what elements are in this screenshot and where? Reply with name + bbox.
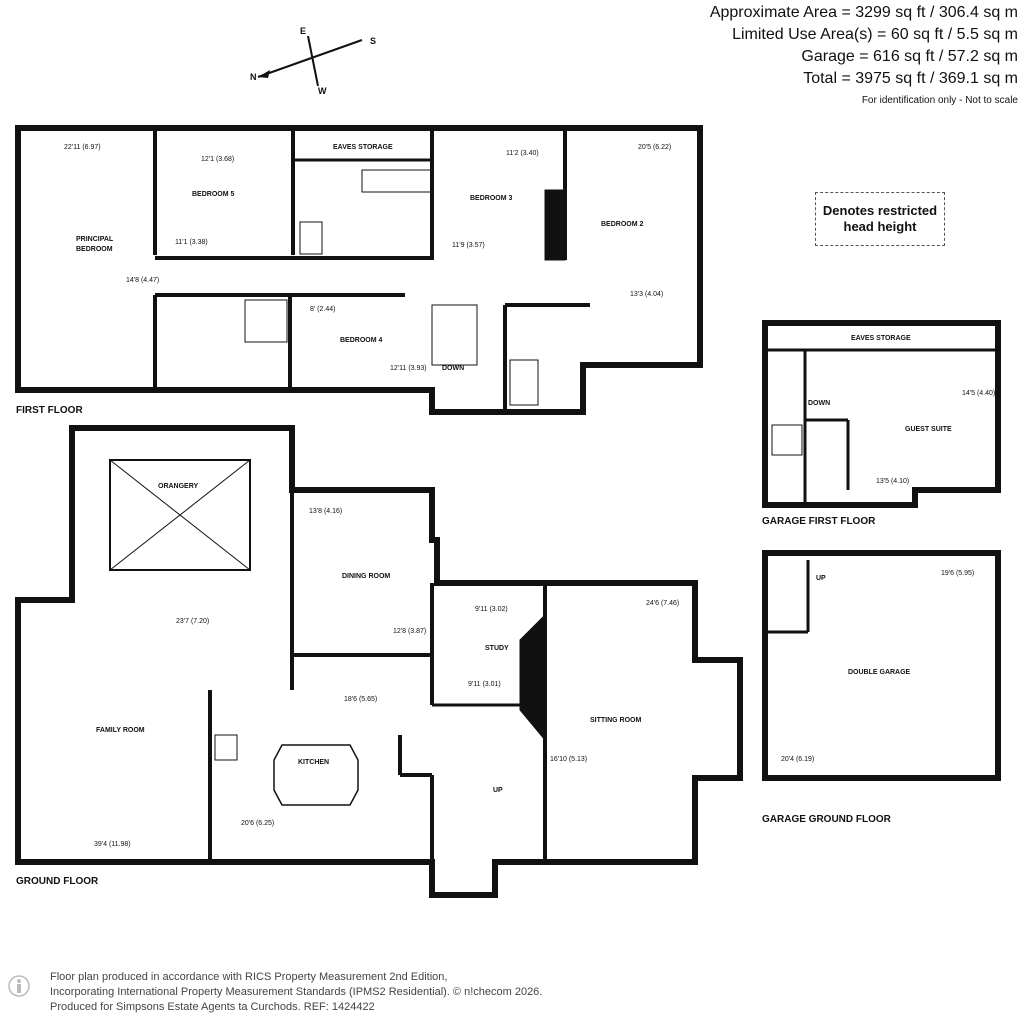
room-kitchen: KITCHEN (298, 759, 329, 766)
room-bedroom-4: BEDROOM 4 (340, 337, 383, 344)
scale-note: For identification only - Not to scale (861, 95, 1018, 106)
dim-principal-w: 14'8 (4.47) (126, 277, 159, 284)
stairs-down-2: DOWN (808, 400, 830, 407)
room-bedroom-5: BEDROOM 5 (192, 191, 235, 198)
dim-bed2-h: 13'3 (4.04) (630, 291, 663, 298)
dim-kitchen-w: 20'6 (6.25) (241, 820, 274, 827)
total-area: Total = 3975 sq ft / 369.1 sq m (803, 70, 1018, 87)
footer-line-1: Floor plan produced in accordance with R… (50, 971, 448, 983)
stairs-down-1: DOWN (442, 365, 464, 372)
dim-dining-h: 13'8 (4.16) (309, 508, 342, 515)
dim-bed5-w: 12'1 (3.68) (201, 156, 234, 163)
dim-kitchen-h: 18'6 (5.65) (344, 696, 377, 703)
dim-study-h: 9'11 (3.01) (468, 681, 501, 688)
compass-w: W (318, 86, 327, 96)
limited-use-area: Limited Use Area(s) = 60 sq ft / 5.5 sq … (732, 26, 1018, 43)
dim-guest-w: 14'5 (4.40) (962, 390, 995, 397)
garage-area: Garage = 616 sq ft / 57.2 sq m (801, 48, 1018, 65)
dim-garage-h: 19'6 (5.95) (941, 570, 974, 577)
dim-sitting-h: 24'6 (7.46) (646, 600, 679, 607)
room-family: FAMILY ROOM (96, 727, 145, 734)
room-dining: DINING ROOM (342, 573, 390, 580)
legend-line-2: head height (843, 219, 917, 234)
label-garage-ground-floor: GARAGE GROUND FLOOR (762, 814, 892, 825)
dim-guest-h: 13'5 (4.10) (876, 478, 909, 485)
label-garage-first-floor: GARAGE FIRST FLOOR (762, 516, 876, 527)
room-eaves-storage-2: EAVES STORAGE (851, 335, 911, 342)
footer-credits: Floor plan produced in accordance with R… (50, 970, 542, 1015)
first-floor-plan (15, 125, 703, 415)
room-bedroom-3: BEDROOM 3 (470, 195, 513, 202)
room-principal-1: PRINCIPAL (76, 236, 114, 243)
dim-bed3-h: 11'9 (3.57) (452, 242, 485, 249)
person-icon (8, 975, 30, 997)
compass-rose: N E S W (250, 26, 376, 96)
footer-line-2: Incorporating International Property Mea… (50, 986, 543, 998)
dim-principal-h: 22'11 (6.97) (64, 144, 101, 151)
compass-s: S (370, 36, 376, 46)
room-sitting: SITTING ROOM (590, 717, 642, 724)
dim-bed3-w: 11'2 (3.40) (506, 150, 539, 157)
legend-line-1: Denotes restricted (822, 203, 938, 218)
footer-line-3: Produced for Simpsons Estate Agents ta C… (50, 1001, 375, 1013)
room-eaves-storage-1: EAVES STORAGE (333, 144, 393, 151)
dim-bed4-h: 8' (2.44) (310, 306, 335, 313)
compass-n: N (250, 72, 257, 82)
room-orangery: ORANGERY (158, 483, 199, 490)
dim-orangery-w: 23'7 (7.20) (176, 618, 209, 625)
stairs-up-1: UP (493, 787, 503, 794)
compass-e: E (300, 26, 306, 36)
dim-bed5-h: 11'1 (3.38) (175, 239, 208, 246)
ground-floor-plan (15, 425, 743, 898)
dim-bed2-w: 20'5 (6.22) (638, 144, 671, 151)
room-double-garage: DOUBLE GARAGE (848, 669, 911, 676)
garage-ground-floor-plan (762, 550, 1001, 781)
stairs-up-2: UP (816, 575, 826, 582)
dim-dining-w: 12'8 (3.87) (393, 628, 426, 635)
room-principal-2: BEDROOM (76, 246, 113, 253)
dim-study-w: 9'11 (3.02) (475, 606, 508, 613)
dim-garage-w: 20'4 (6.19) (781, 756, 814, 763)
room-bedroom-2: BEDROOM 2 (601, 221, 644, 228)
restricted-height-legend: Denotes restricted head height (815, 192, 945, 246)
label-ground-floor: GROUND FLOOR (16, 876, 99, 887)
label-first-floor: FIRST FLOOR (16, 405, 83, 416)
dim-bed4-w: 12'11 (3.93) (390, 365, 427, 372)
room-study: STUDY (485, 645, 509, 652)
garage-first-floor-plan (762, 320, 1001, 508)
room-guest-suite: GUEST SUITE (905, 426, 952, 433)
dim-family-h: 39'4 (11.98) (94, 841, 131, 848)
approximate-area: Approximate Area = 3299 sq ft / 306.4 sq… (709, 4, 1018, 21)
dim-sitting-w: 16'10 (5.13) (550, 756, 587, 763)
